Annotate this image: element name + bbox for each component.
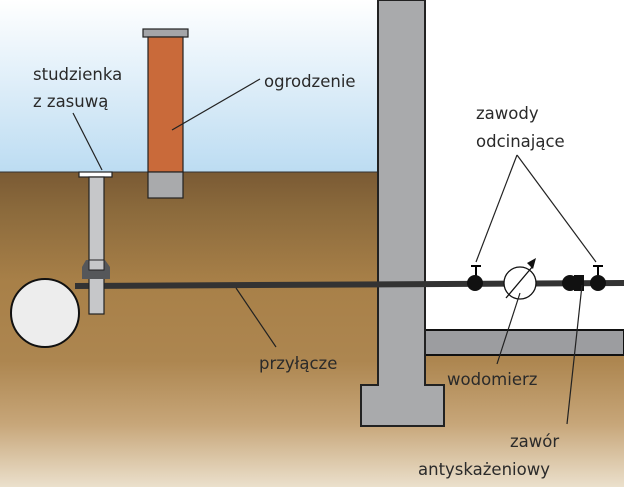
valve-box-lid [78, 171, 113, 178]
water-meter [503, 258, 537, 300]
water-main-pipe [10, 278, 80, 348]
leader-meter [496, 292, 521, 365]
basement-floor-slab [424, 329, 624, 356]
leader-shutoff-right [516, 154, 597, 263]
sky [0, 0, 378, 172]
connection-pipe [74, 280, 624, 289]
valve-stem-tube [88, 176, 105, 315]
leader-well [72, 112, 103, 171]
shutoff-valve-right [590, 265, 606, 291]
leader-connection [235, 287, 277, 348]
label-backflow-line1: zawór [510, 432, 559, 451]
label-connection: przyłącze [259, 354, 337, 373]
label-meter: wodomierz [447, 370, 537, 389]
shutoff-valve-left [467, 265, 483, 291]
foundation-wall [360, 0, 445, 427]
leader-fence [171, 78, 261, 131]
fence-cap [142, 28, 189, 38]
fence-brick-post [147, 36, 184, 173]
label-backflow-line2: antyskażeniowy [418, 460, 550, 479]
label-well-line1: studzienka [33, 65, 122, 84]
label-shutoff-line1: zawody [476, 104, 539, 123]
fence-foundation [147, 171, 184, 199]
leader-shutoff-left [475, 154, 518, 263]
gate-valve-collar [88, 259, 105, 271]
label-fence: ogrodzenie [264, 72, 356, 91]
leader-backflow [566, 284, 583, 425]
backflow-preventer [562, 275, 584, 291]
label-shutoff-line2: odcinające [476, 132, 565, 151]
label-well-line2: z zasuwą [33, 92, 108, 111]
